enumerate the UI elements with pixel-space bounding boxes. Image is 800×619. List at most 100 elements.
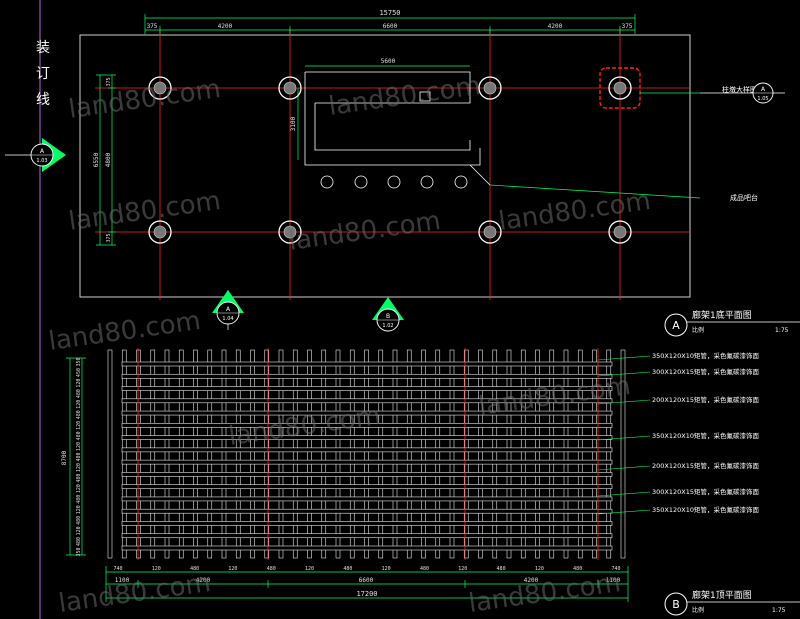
plan-dim-2: 4200 [218,23,233,30]
roof-bottom-dim-lines [105,566,629,602]
roof-left-dim: 480 [76,537,82,546]
watermark: land80.com [287,206,443,257]
beam [121,472,613,477]
rafter [235,349,241,559]
title-b-text: 廊架1顶平面图 [692,589,752,601]
beam [121,410,613,416]
rafter [349,349,355,559]
material-label: 350X120X10矩管，采色氟碳漆饰面 [652,431,759,440]
section-b-letter: B [386,313,390,320]
plan-dim-3: 6600 [383,23,398,30]
roof-left-dim-lines [66,357,86,556]
rafter [378,349,384,559]
column [278,76,302,100]
roof-span-4: 4200 [524,577,539,584]
rafter [321,349,327,559]
label-leader [597,465,651,471]
column [148,76,172,100]
beam [121,508,613,514]
callout-column-detail: 柱墩大样图 [722,85,757,94]
rafter [392,349,398,559]
roof-pitch-dim: 120 [382,566,391,572]
watermark: land80.com [327,71,483,122]
material-label: 350X120X10矩管，采色氟碳漆饰面 [652,351,759,360]
label-leader [597,355,651,361]
label-leader [597,491,651,497]
beam [121,435,613,440]
roof-left-dim: 350 [76,547,82,556]
callout-leader-counter [489,184,701,199]
roof-pitch-dim: 120 [152,566,161,572]
roof-pitch-dim: 480 [420,566,429,572]
plan-left-dim-top: 375 [106,77,112,86]
section-left-sheet: 1.03 [36,158,47,164]
section-marker-bottom-a: A 1.04 [212,290,244,330]
beam [121,545,613,551]
roof-left-dim: 480 [76,410,82,419]
rafter [178,349,184,559]
beam [121,361,613,367]
roof-pitch-dim: 480 [573,566,582,572]
title-a-scale: 1:75 [775,327,789,334]
roof-left-dim: 480 [76,474,82,483]
margin-char-2: 订 [36,66,50,82]
rafter [506,349,512,559]
plan-overall-dim: 15750 [379,9,400,17]
rafter [264,349,270,559]
watermark: land80.com [67,186,223,237]
title-b-sub: 比例 [692,606,704,614]
rafter [221,349,227,559]
rafter [606,349,612,559]
section-marker-left: A 1.03 [5,138,66,172]
rafter [107,349,113,559]
bar-stools [320,175,468,189]
beam [121,484,613,489]
section-marker-bottom-b: B 1.02 [372,297,404,332]
roof-left-dim: 480 [76,495,82,504]
material-label: 300X120X15矩管，采色氟碳漆饰面 [652,367,759,376]
plan-dim-1: 375 [147,23,158,30]
rafter [136,349,141,559]
watermark: land80.com [67,74,223,125]
roof-left-dim: 120 [76,505,82,514]
rafter [307,349,312,559]
beam [121,386,613,391]
rafter [620,349,626,559]
roof-plan: 8700 350 450 120 480 120 480 120 480 120… [61,348,759,602]
rafter [478,349,483,559]
counter-outline [304,71,491,186]
plan-inner-vertical: 3100 [290,116,297,131]
watermark: land80.com [467,568,623,619]
rafter [549,349,555,559]
roof-left-dim: 450 [76,368,82,377]
rafter [535,349,540,559]
callout-counter: 成品吧台 [730,193,758,202]
plan-dim-4: 4200 [548,23,563,30]
rafter [250,349,255,559]
plan-left-dim-overall: 6550 [93,152,100,167]
beam [121,447,613,453]
roof-left-dim: 480 [76,516,82,525]
roof-left-dim: 480 [76,431,82,440]
rafter [463,349,469,559]
plan-inner-dim: 5600 [381,58,396,65]
material-label: 200X120X15矩管，采色氟碳漆饰面 [652,461,759,470]
roof-pitch-dim: 740 [611,566,620,572]
left-dim-lines [96,74,299,246]
roof-span-3: 6600 [359,577,374,584]
roof-left-dim: 120 [76,526,82,535]
column [608,76,632,100]
detail-highlight-box [599,67,641,109]
title-a-letter: A [672,319,680,332]
beam [121,496,613,502]
roof-pitch-dim: 480 [190,566,199,572]
roof-left-dim: 480 [76,452,82,461]
rafter [435,349,441,559]
roof-axis-lines [137,348,599,560]
rafter [364,349,369,559]
floor-plan: 15750 375 4200 6600 4200 375 5600 6550 4… [5,9,785,332]
axis-lines [95,28,690,300]
material-label: 200X120X15矩管，采色氟碳漆饰面 [652,395,759,404]
label-leader [597,509,651,515]
column [478,220,502,244]
